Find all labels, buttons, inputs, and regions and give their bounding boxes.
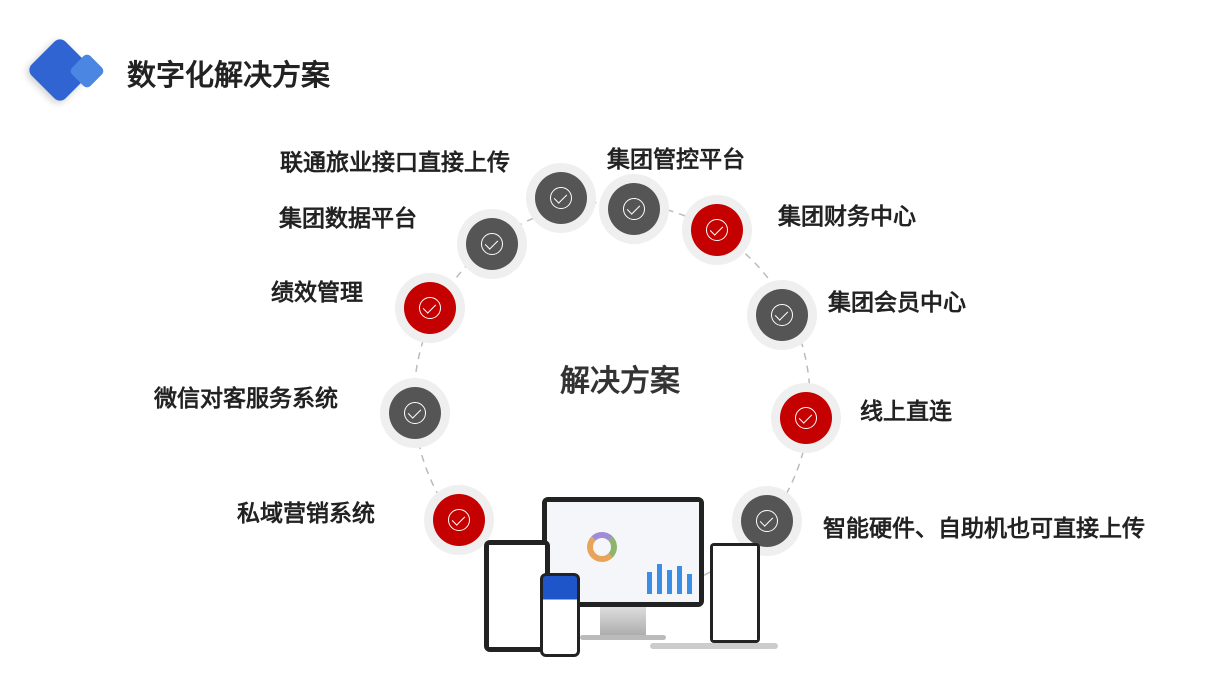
node-wechat-service [380, 378, 450, 448]
label-private-marketing: 私域营销系统 [237, 501, 375, 527]
check-icon [706, 219, 728, 241]
check-icon [756, 510, 778, 532]
phone-image [540, 573, 580, 657]
label-unicom-upload: 联通旅业接口直接上传 [280, 150, 510, 176]
node-group-member [747, 280, 817, 350]
page-title: 数字化解决方案 [127, 58, 331, 92]
check-icon [419, 297, 441, 319]
label-performance: 绩效管理 [271, 280, 363, 306]
node-group-control [599, 174, 669, 244]
node-private-marketing [424, 485, 494, 555]
node-online-direct [771, 383, 841, 453]
center-title: 解决方案 [560, 364, 680, 399]
label-online-direct: 线上直连 [860, 399, 952, 425]
check-icon [771, 304, 793, 326]
node-performance [395, 273, 465, 343]
laptop-image [710, 543, 760, 643]
label-group-finance: 集团财务中心 [778, 204, 916, 230]
node-unicom-upload [526, 163, 596, 233]
label-group-control: 集团管控平台 [607, 147, 745, 173]
check-icon [448, 509, 470, 531]
check-icon [623, 198, 645, 220]
label-wechat-service: 微信对客服务系统 [154, 386, 338, 412]
tablet-image [484, 540, 550, 652]
label-smart-hardware: 智能硬件、自助机也可直接上传 [823, 516, 1145, 542]
node-group-finance [682, 195, 752, 265]
check-icon [795, 407, 817, 429]
node-group-data [457, 209, 527, 279]
label-group-data: 集团数据平台 [279, 206, 417, 232]
check-icon [550, 187, 572, 209]
check-icon [404, 402, 426, 424]
check-icon [481, 233, 503, 255]
devices-illustration [480, 495, 780, 665]
label-group-member: 集团会员中心 [828, 290, 966, 316]
